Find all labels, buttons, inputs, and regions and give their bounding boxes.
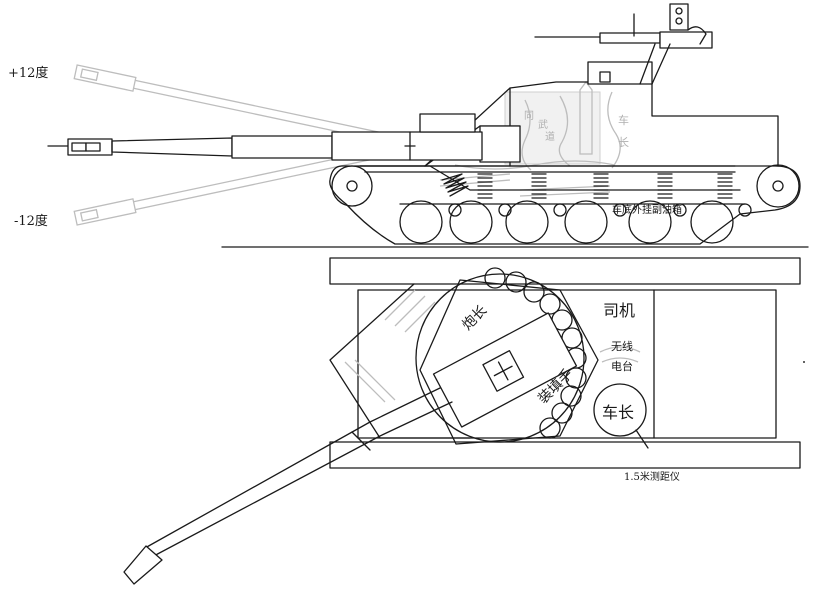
radio-label-line1: 无线 [611, 339, 633, 353]
ghost-ammo-rack [439, 173, 611, 197]
front-ammo-stowage [329, 283, 471, 439]
side-commander-label-top: 车 [618, 113, 629, 127]
gun-breech [432, 312, 578, 428]
side-view: 同 武 道 [8, 3, 801, 245]
superstructure: 车 长 [424, 61, 779, 167]
roof-machine-gun [534, 3, 713, 85]
hull-outline [357, 289, 777, 439]
rangefinder-label: 1.5米测距仪 [624, 470, 680, 483]
right-track [329, 441, 801, 469]
svg-text:道: 道 [545, 130, 555, 143]
main-gun [47, 113, 483, 161]
fuel-tank-label: 车底外挂副油箱 [612, 203, 682, 216]
elevation-down-label: -12度 [14, 213, 48, 229]
radio-ghost [599, 346, 641, 363]
suspension-springs [441, 173, 733, 199]
side-commander-label-bottom: 长 [618, 136, 629, 149]
commander-label: 车长 [602, 403, 634, 422]
svg-text:武: 武 [538, 118, 548, 131]
commander-cupola [593, 383, 647, 437]
elevation-up-label: +12度 [8, 65, 48, 81]
rangefinder-arm [635, 429, 649, 449]
gunner-label: 炮长 [459, 302, 490, 333]
hull [359, 165, 741, 191]
top-view: 炮长 司机 无线 电台 装填手 车长 1.5米测距仪 [123, 257, 801, 585]
left-track [329, 257, 801, 285]
svg-text:同: 同 [524, 110, 534, 122]
track-assembly [329, 164, 801, 245]
driver-label: 司机 [603, 301, 635, 320]
stray-dot [803, 361, 805, 363]
top-main-gun [123, 387, 453, 585]
radio-label-line2: 电台 [611, 359, 633, 373]
